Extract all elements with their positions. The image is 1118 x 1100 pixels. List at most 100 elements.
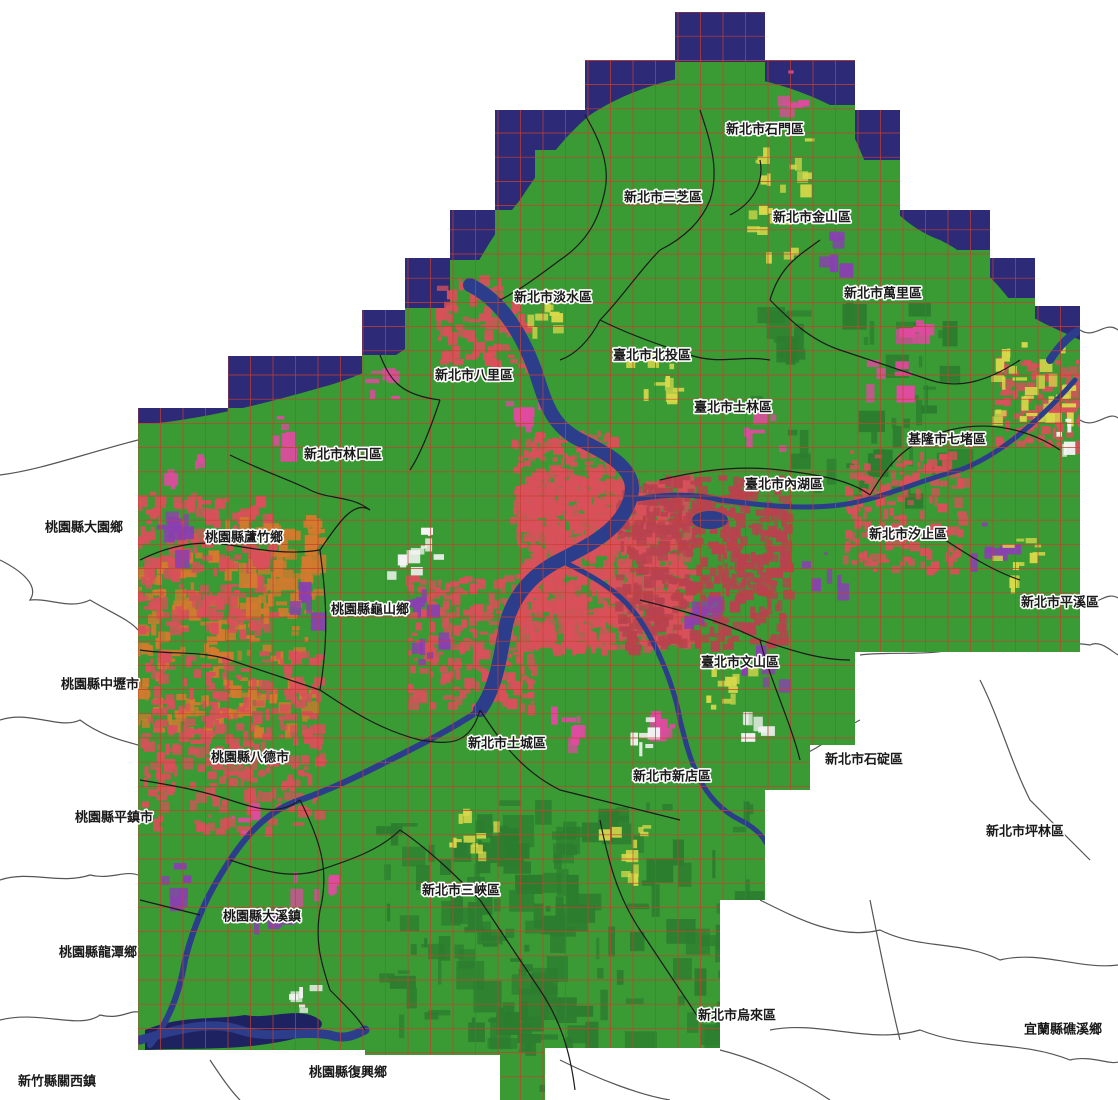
land-use-patch <box>153 818 160 828</box>
land-use-patch <box>621 853 635 862</box>
land-use-patch <box>958 516 969 526</box>
land-use-patch <box>443 623 453 634</box>
land-use-patch <box>428 592 436 596</box>
land-use-patch <box>259 680 270 691</box>
land-use-patch <box>436 308 446 320</box>
land-use-patch <box>553 325 564 334</box>
land-use-patch <box>839 263 854 278</box>
land-use-patch <box>717 565 723 576</box>
land-use-patch <box>474 820 484 833</box>
land-use-patch <box>622 516 630 529</box>
land-use-patch <box>611 555 616 562</box>
land-use-patch <box>428 580 437 590</box>
land-use-patch <box>639 616 650 627</box>
land-use-patch <box>683 569 697 575</box>
land-use-patch <box>924 385 929 409</box>
land-use-patch <box>791 453 811 470</box>
land-use-patch <box>863 337 869 345</box>
land-use-patch <box>559 439 568 444</box>
land-use-patch <box>194 669 201 679</box>
land-use-patch <box>852 507 861 512</box>
land-use-patch <box>144 777 148 788</box>
land-use-patch <box>666 589 674 602</box>
district-label-beitou: 臺北市北投區 <box>613 348 691 364</box>
land-use-patch <box>593 472 603 479</box>
land-use-patch <box>580 577 588 584</box>
land-use-patch <box>829 254 839 273</box>
land-use-patch <box>141 816 146 822</box>
land-use-patch <box>424 938 428 947</box>
land-use-patch <box>204 603 208 611</box>
land-use-patch <box>174 765 178 777</box>
land-use-patch <box>169 887 188 899</box>
land-use-patch <box>627 903 649 910</box>
land-use-patch <box>730 693 736 705</box>
land-use-patch <box>208 814 212 818</box>
land-use-patch <box>500 687 506 694</box>
land-use-patch <box>751 554 761 563</box>
land-use-patch <box>723 533 733 542</box>
land-use-patch <box>572 489 582 496</box>
land-use-patch <box>461 619 467 629</box>
land-use-patch <box>281 423 289 431</box>
land-use-patch <box>732 573 737 583</box>
land-use-patch <box>165 743 170 755</box>
district-label-sanxia: 新北市三峽區 <box>422 883 500 899</box>
district-label-wanli: 新北市萬里區 <box>844 286 922 302</box>
land-use-patch <box>428 600 435 605</box>
land-use-patch <box>574 637 586 642</box>
land-use-patch <box>708 542 712 549</box>
land-use-patch <box>223 817 236 828</box>
land-use-patch <box>677 542 683 554</box>
land-use-patch <box>424 1012 439 1020</box>
land-use-patch <box>575 626 586 638</box>
land-use-patch <box>229 604 233 611</box>
land-use-patch <box>171 781 176 793</box>
land-use-patch <box>300 651 310 659</box>
land-use-patch <box>666 564 679 575</box>
land-use-patch <box>737 557 746 567</box>
land-use-patch <box>621 871 631 878</box>
land-use-patch <box>386 903 391 922</box>
land-use-patch <box>453 358 464 365</box>
land-use-patch <box>234 607 239 616</box>
land-use-patch <box>732 548 741 558</box>
land-use-patch <box>879 553 887 563</box>
land-use-patch <box>597 480 606 490</box>
land-use-patch <box>726 586 730 597</box>
district-label-shimen: 新北市石門區 <box>726 122 804 138</box>
land-use-patch <box>242 635 256 639</box>
land-use-patch <box>811 578 821 592</box>
land-use-patch <box>731 530 737 539</box>
land-use-patch <box>480 579 485 584</box>
land-use-patch <box>894 371 912 376</box>
land-use-patch <box>535 1034 558 1040</box>
land-use-patch <box>919 510 925 520</box>
land-use-patch <box>524 944 530 952</box>
land-use-patch <box>682 601 690 608</box>
land-use-patch <box>485 317 498 330</box>
land-use-patch <box>143 605 152 610</box>
land-use-patch <box>517 1034 542 1043</box>
land-use-patch <box>155 637 160 649</box>
land-use-patch <box>233 562 240 568</box>
land-use-patch <box>995 358 1005 372</box>
land-use-patch <box>1016 440 1026 447</box>
land-use-patch <box>585 529 590 541</box>
land-use-patch <box>535 432 546 439</box>
land-use-patch <box>595 477 599 484</box>
land-use-patch <box>893 515 901 520</box>
sea-tile <box>405 258 450 308</box>
land-use-patch <box>203 794 207 804</box>
land-use-patch <box>555 488 563 496</box>
land-use-patch <box>221 656 230 664</box>
land-use-patch <box>189 800 197 811</box>
land-use-patch <box>567 469 574 477</box>
district-label-qidu: 基隆市七堵區 <box>907 432 986 448</box>
land-use-patch <box>583 609 595 613</box>
land-use-patch <box>1077 414 1080 425</box>
land-use-patch <box>867 557 872 563</box>
district-label-pinglin: 新北市坪林區 <box>986 824 1064 840</box>
land-use-patch <box>438 336 442 341</box>
land-use-patch <box>696 507 708 512</box>
